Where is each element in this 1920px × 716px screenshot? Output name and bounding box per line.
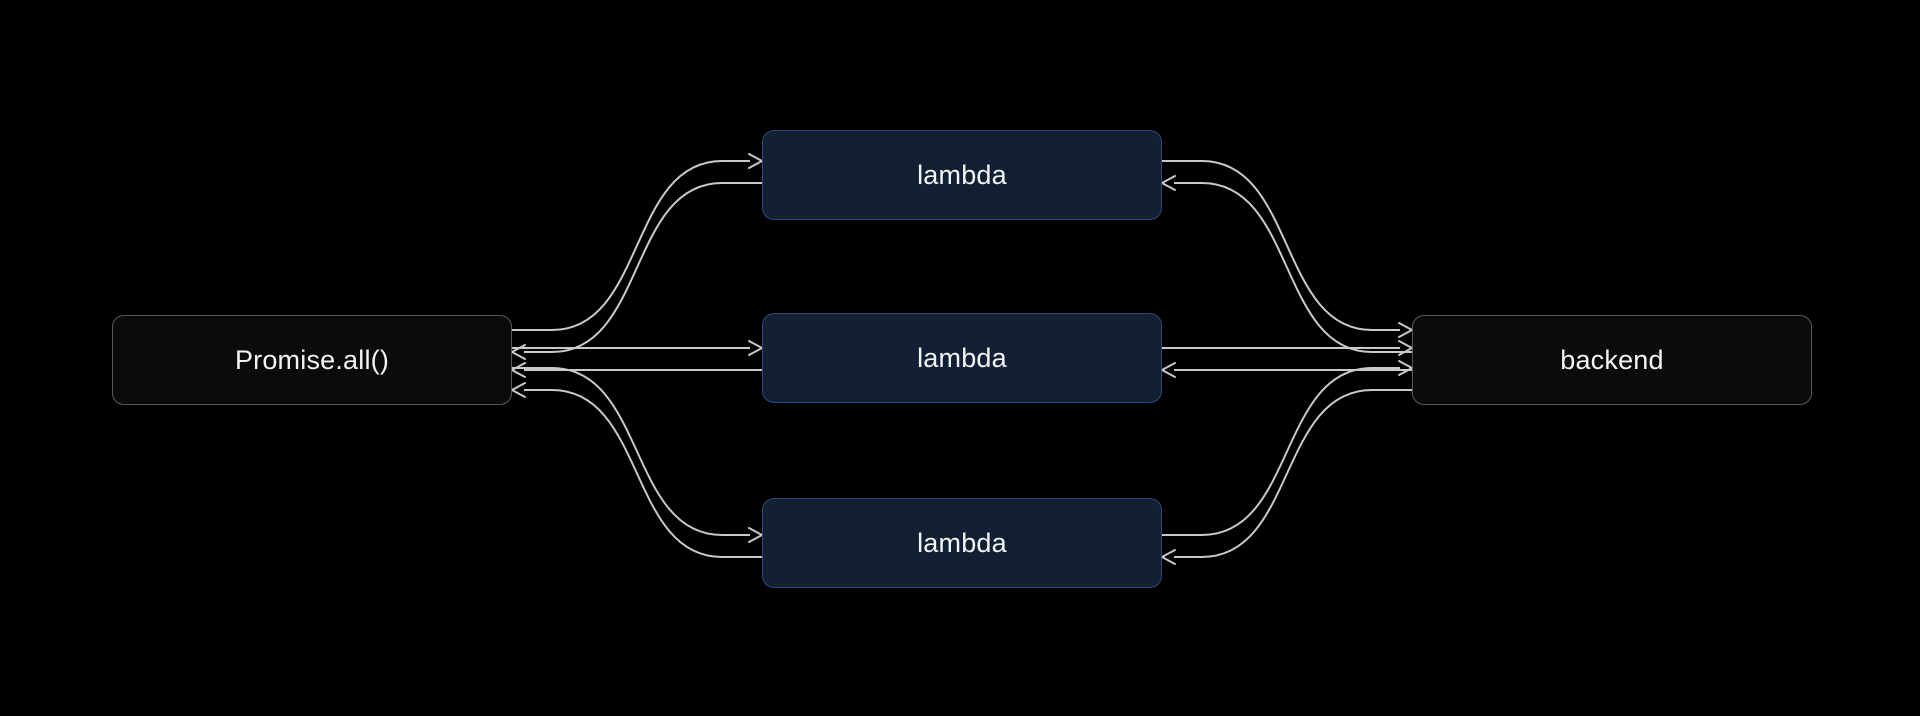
arrowhead-lambda-2-to-backend	[1398, 340, 1413, 356]
edge-promise-to-lambda-3[interactable]	[512, 367, 763, 543]
arrowhead-promise-to-lambda-2	[748, 340, 763, 356]
edge-promise-to-lambda-1[interactable]	[512, 153, 763, 331]
node-label-lambda-1: lambda	[917, 159, 1007, 190]
arrowhead-lambda-1-to-backend	[1398, 322, 1413, 338]
arrowhead-lambda-2-to-promise	[511, 362, 526, 378]
edge-lambda-3-to-backend[interactable]	[1162, 360, 1413, 536]
edge-path-lambda-3-to-promise	[524, 389, 762, 558]
node-promise-all[interactable]: Promise.all()	[112, 315, 512, 405]
edge-path-promise-to-lambda-3	[512, 367, 750, 536]
node-lambda-1[interactable]: lambda	[762, 130, 1162, 220]
arrowhead-lambda-1-to-promise	[511, 344, 526, 360]
edge-path-lambda-1-to-promise	[524, 182, 762, 353]
arrowhead-lambda-3-to-promise	[511, 382, 526, 398]
node-backend[interactable]: backend	[1412, 315, 1812, 405]
edge-path-backend-to-lambda-1	[1174, 182, 1412, 353]
edge-lambda-1-to-promise[interactable]	[511, 182, 762, 360]
edge-path-promise-to-lambda-1	[512, 160, 750, 331]
edge-backend-to-lambda-2[interactable]	[1161, 362, 1412, 378]
node-label-lambda-2: lambda	[917, 342, 1007, 373]
arrowhead-promise-to-lambda-1	[748, 153, 763, 169]
arrowhead-promise-to-lambda-3	[748, 527, 763, 543]
edge-path-lambda-1-to-backend	[1162, 160, 1400, 331]
edge-backend-to-lambda-3[interactable]	[1161, 389, 1412, 565]
edge-backend-to-lambda-1[interactable]	[1161, 175, 1412, 353]
edge-lambda-2-to-backend[interactable]	[1162, 340, 1413, 356]
edge-path-backend-to-lambda-3	[1174, 389, 1412, 558]
edge-lambda-2-to-promise[interactable]	[511, 362, 762, 378]
edge-lambda-3-to-promise[interactable]	[511, 382, 762, 558]
arrowhead-backend-to-lambda-3	[1161, 549, 1176, 565]
node-lambda-2[interactable]: lambda	[762, 313, 1162, 403]
arrowhead-lambda-3-to-backend	[1398, 360, 1413, 376]
node-label-lambda-3: lambda	[917, 527, 1007, 558]
edge-lambda-1-to-backend[interactable]	[1162, 160, 1413, 338]
edge-promise-to-lambda-2[interactable]	[512, 340, 763, 356]
arrowhead-backend-to-lambda-2	[1161, 362, 1176, 378]
arrowhead-backend-to-lambda-1	[1161, 175, 1176, 191]
edge-path-lambda-3-to-backend	[1162, 367, 1400, 536]
node-lambda-3[interactable]: lambda	[762, 498, 1162, 588]
node-label-backend: backend	[1560, 344, 1664, 375]
node-label-promise-all: Promise.all()	[234, 344, 390, 375]
